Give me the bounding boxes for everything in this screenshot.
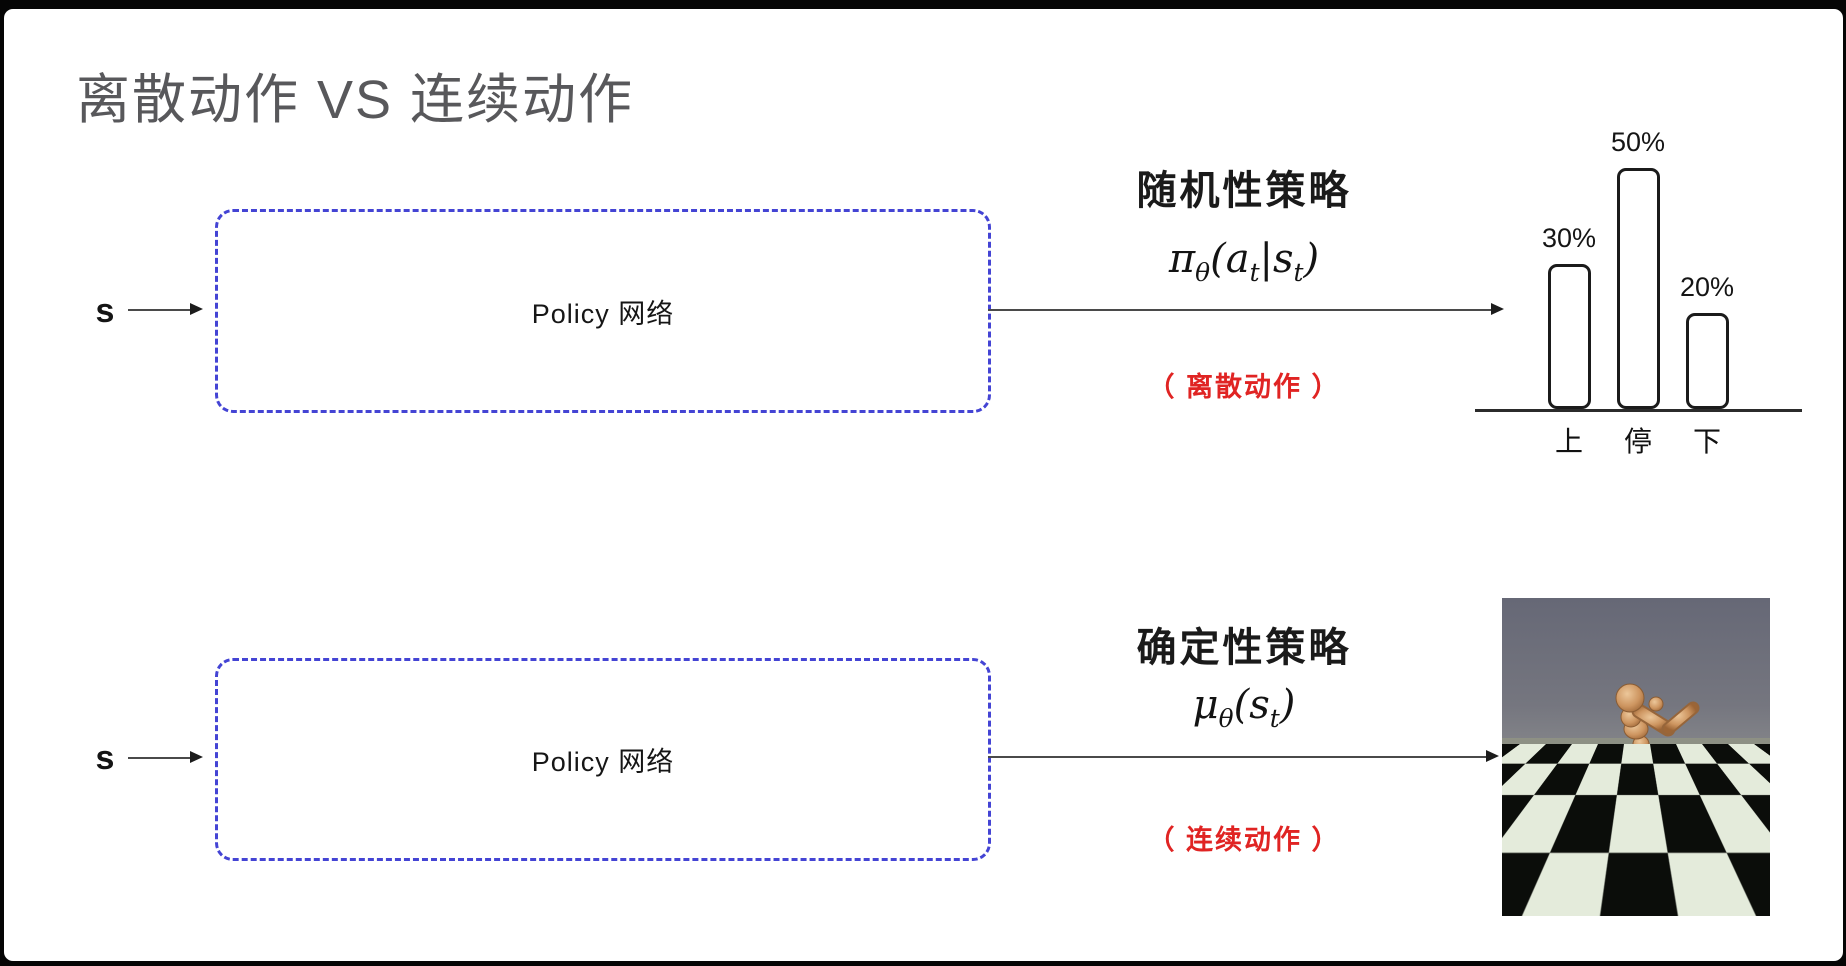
humanoid-head (1615, 683, 1645, 713)
bar-chart-bars: 30% 50% 20% (1475, 127, 1801, 409)
bar-category-label: 停 (1623, 426, 1652, 457)
policy-type-label-deterministic: 确定性策略 (1136, 626, 1352, 670)
page-title: 离散动作 VS 连续动作 (76, 70, 635, 131)
title-accent-ball (18, 28, 63, 120)
bar-value-label: 50% (1610, 127, 1666, 157)
humanoid-arm (1631, 696, 1700, 737)
policy-type-label-stochastic: 随机性策略 (1136, 169, 1352, 213)
bar-category-label: 下 (1692, 426, 1721, 457)
action-note-continuous: （ 连续动作 ） (1147, 825, 1341, 855)
bar (1616, 168, 1660, 409)
arrow-policy-to-output-discrete (988, 303, 1504, 315)
action-probability-bar-chart: 30% 50% 20% (1475, 109, 1801, 409)
bar-category-label: 上 (1554, 426, 1583, 457)
bar (1685, 313, 1729, 409)
bar-value-label: 20% (1679, 272, 1735, 302)
policy-network-label: Policy 网络 (531, 747, 675, 777)
humanoid-torso (1620, 706, 1650, 766)
bar-chart-baseline (1475, 409, 1802, 412)
policy-network-box-continuous: Policy 网络 (215, 658, 991, 861)
bar-column: 30% (1542, 223, 1596, 409)
state-input-label-continuous: s (95, 739, 115, 777)
humanoid-shadow (1562, 858, 1678, 907)
bar-chart-categories: 上停下 (1475, 420, 1801, 460)
mujoco-humanoid-image (1502, 598, 1770, 916)
arrow-state-to-policy-continuous (128, 751, 203, 763)
bar-value-label: 30% (1541, 223, 1597, 253)
bar-column: 50% (1611, 127, 1665, 409)
formula-deterministic-policy: μθ(st) (1192, 682, 1296, 733)
arrow-policy-to-output-continuous (988, 750, 1499, 762)
policy-network-box-discrete: Policy 网络 (215, 209, 991, 413)
state-input-label-discrete: s (95, 292, 115, 330)
formula-stochastic-policy: πθ(at|st) (1168, 236, 1320, 287)
humanoid-near-leg (1587, 760, 1647, 851)
policy-network-label: Policy 网络 (531, 298, 675, 329)
arrow-state-to-policy-discrete (128, 303, 203, 315)
slide: 离散动作 VS 连续动作 s Policy 网络 随机性策略 πθ(at|st)… (4, 9, 1843, 961)
action-note-discrete: （ 离散动作 ） (1147, 372, 1341, 402)
humanoid-robot-figure (1562, 683, 1700, 907)
bar-column: 20% (1680, 272, 1734, 409)
bar (1547, 264, 1591, 409)
